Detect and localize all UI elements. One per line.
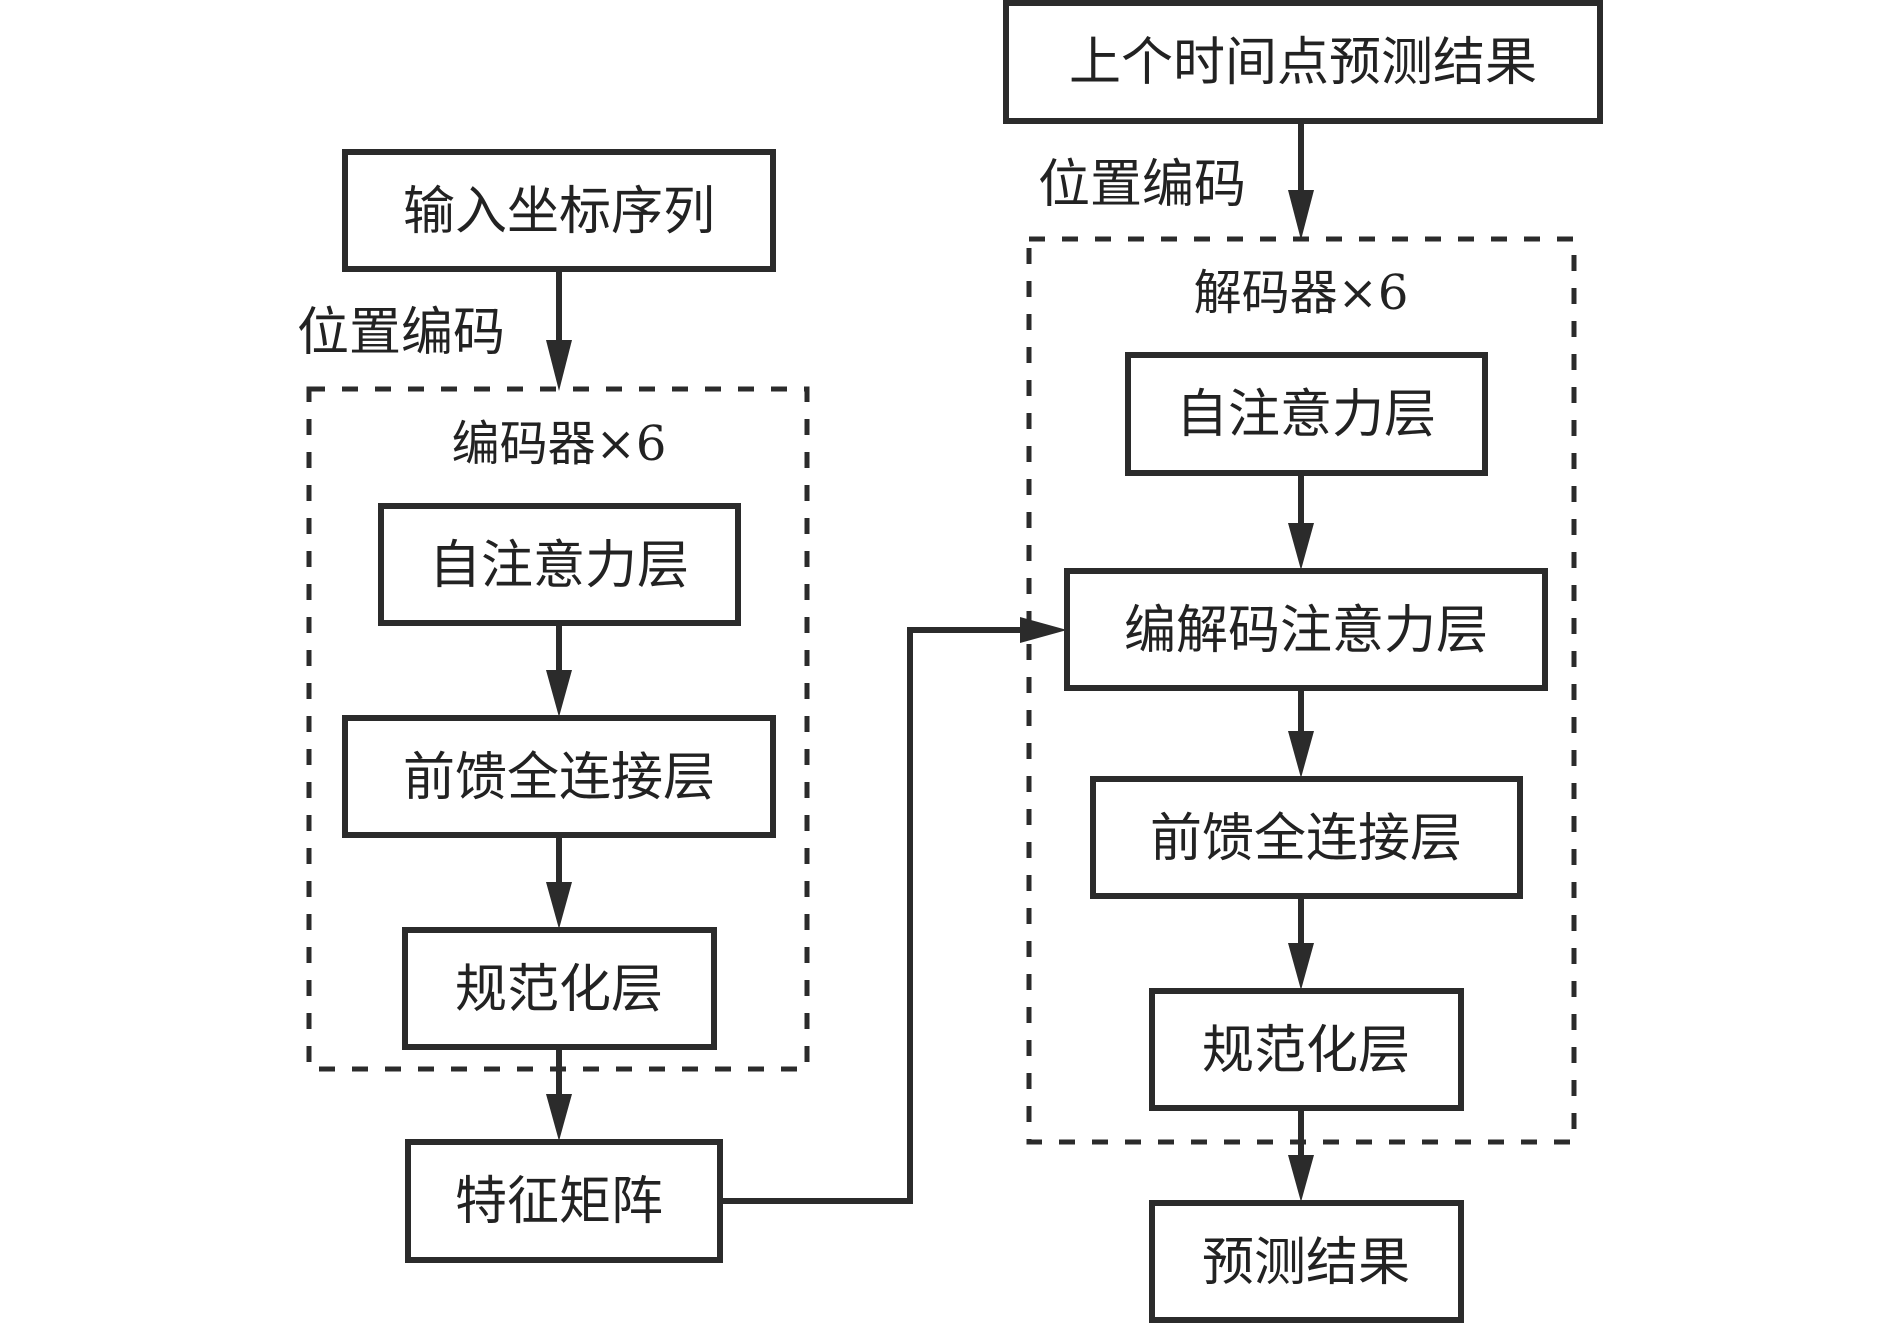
positional-encoding-label-left: 位置编码 [297, 303, 505, 363]
feature-matrix-node: 特征矩阵 [405, 1139, 723, 1263]
arrowhead [1288, 190, 1314, 240]
encoder-normalization-node: 规范化层 [402, 927, 717, 1050]
encoder-feedforward-node: 前馈全连接层 [342, 715, 776, 838]
svg-text:自注意力层: 自注意力层 [1176, 385, 1436, 445]
decoder-title: 解码器×6 [1194, 265, 1409, 321]
positional-encoding-label-right: 位置编码 [1038, 155, 1246, 215]
arrowhead [1288, 943, 1314, 990]
svg-text:上个时间点预测结果: 上个时间点预测结果 [1069, 33, 1537, 93]
arrowhead [1288, 1155, 1314, 1202]
decoder-encdec-attention-node: 编解码注意力层 [1064, 568, 1548, 691]
svg-text:规范化层: 规范化层 [455, 960, 663, 1020]
arrowhead [546, 670, 572, 717]
edge-feature-to-encdec-attn [720, 627, 1030, 1204]
svg-text:输入坐标序列: 输入坐标序列 [403, 182, 715, 242]
arrowhead [1020, 617, 1067, 643]
arrowhead [546, 1094, 572, 1141]
encoder-input-node: 输入坐标序列 [342, 149, 776, 272]
decoder-self-attention-node: 自注意力层 [1125, 352, 1488, 476]
svg-text:规范化层: 规范化层 [1202, 1021, 1410, 1081]
arrowhead [546, 882, 572, 929]
svg-text:编解码注意力层: 编解码注意力层 [1124, 601, 1488, 661]
decoder-feedforward-node: 前馈全连接层 [1090, 776, 1523, 899]
decoder-normalization-node: 规范化层 [1149, 988, 1464, 1111]
encoder-title: 编码器×6 [452, 416, 667, 472]
prediction-output-node: 预测结果 [1149, 1200, 1464, 1323]
svg-text:自注意力层: 自注意力层 [429, 536, 689, 596]
svg-text:前馈全连接层: 前馈全连接层 [1150, 809, 1462, 869]
arrowhead [546, 340, 572, 391]
edges [546, 121, 1314, 1204]
svg-text:前馈全连接层: 前馈全连接层 [403, 748, 715, 808]
svg-text:预测结果: 预测结果 [1202, 1233, 1410, 1293]
arrowhead [1288, 523, 1314, 570]
encoder-self-attention-node: 自注意力层 [378, 503, 741, 626]
svg-text:特征矩阵: 特征矩阵 [455, 1172, 663, 1232]
decoder-input-node: 上个时间点预测结果 [1003, 0, 1603, 124]
arrowhead [1288, 731, 1314, 778]
